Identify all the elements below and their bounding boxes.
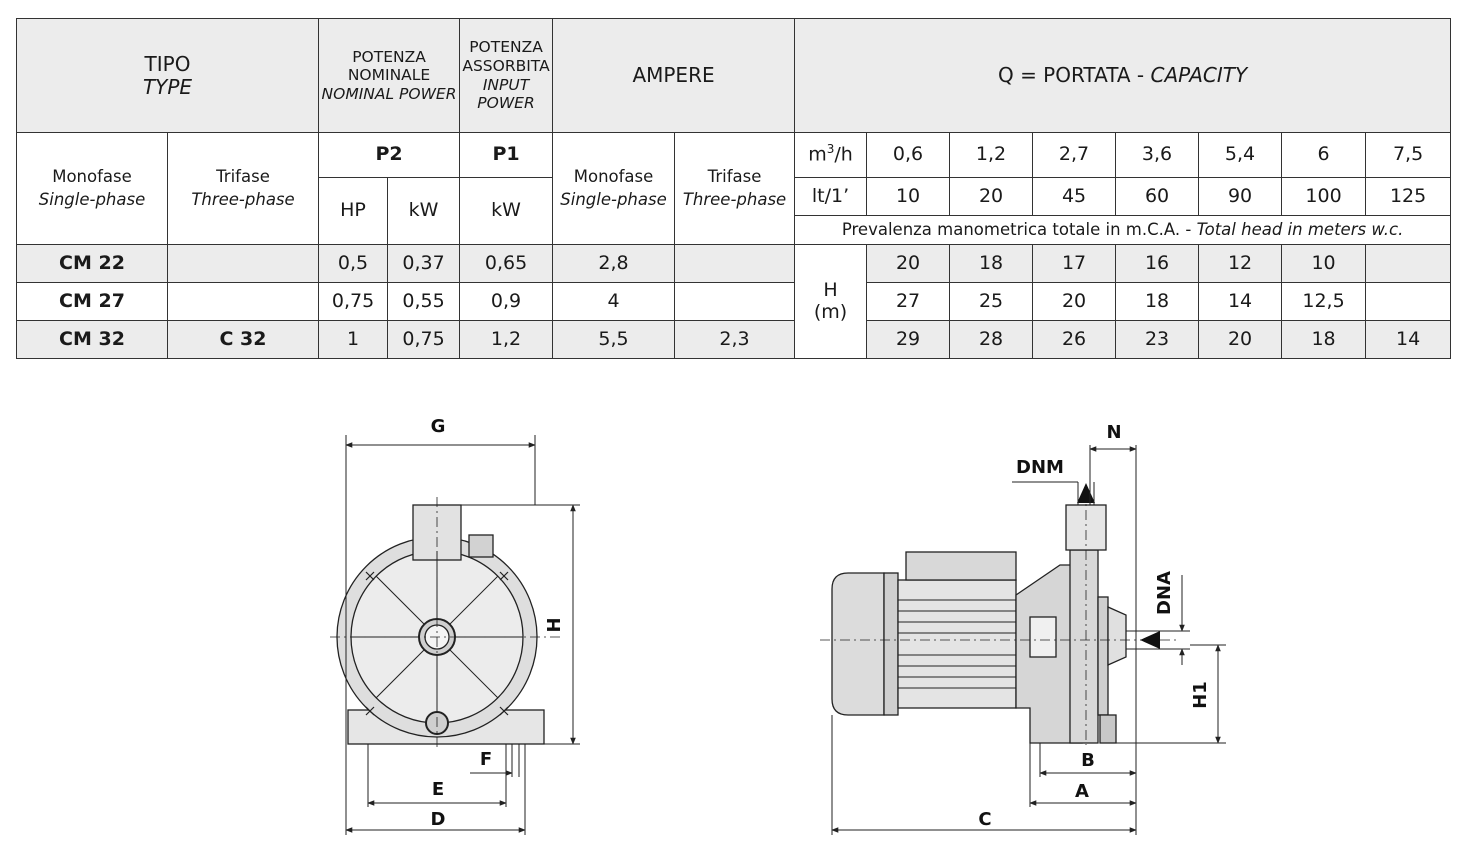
head-cell: 18: [949, 244, 1034, 283]
amp-tri-value: [674, 282, 796, 321]
head-cell: [1365, 244, 1452, 283]
unit-lt: lt/1’: [794, 177, 868, 216]
p2-header: P2: [318, 132, 461, 178]
head-cell: 17: [1032, 244, 1117, 283]
dim-label-f: F: [480, 749, 492, 770]
head-cell: [1365, 282, 1452, 321]
table-row: CM 27 0,75 0,55 0,9 4 27 25 20 18 14 12,…: [16, 282, 1452, 321]
head-cell: 12,5: [1281, 282, 1367, 321]
flow-lt-cell: 90: [1198, 177, 1283, 216]
hp-value: 0,75: [318, 282, 389, 321]
head-cell: 16: [1115, 244, 1200, 283]
flow-m3h-cell: 2,7: [1032, 132, 1117, 178]
unit-m3h: m3/h: [794, 132, 868, 178]
head-cell: 26: [1032, 320, 1117, 359]
head-cell: 12: [1198, 244, 1283, 283]
head-cell: 28: [949, 320, 1034, 359]
head-cell: 20: [1198, 320, 1283, 359]
front-view-drawing: [330, 435, 580, 835]
kw1-value: 1,2: [459, 320, 554, 359]
capacity-header: Q = PORTATA - CAPACITY: [794, 18, 1452, 133]
table-row: CM 32 C 32 1 0,75 1,2 5,5 2,3 29 28 26 2…: [16, 320, 1452, 359]
nominal-power-header: POTENZA NOMINALE NOMINAL POWER: [318, 18, 461, 133]
head-cell: 25: [949, 282, 1034, 321]
dim-label-a: A: [1075, 781, 1089, 802]
flow-lt-cell: 10: [866, 177, 951, 216]
amp-single-phase-header: Monofase Single-phase: [552, 132, 676, 245]
kw1-value: 0,65: [459, 244, 554, 283]
head-cell: 10: [1281, 244, 1367, 283]
flow-m3h-cell: 1,2: [949, 132, 1034, 178]
amp-mono-value: 5,5: [552, 320, 676, 359]
ampere-header: AMPERE: [552, 18, 796, 133]
dim-label-h: H: [544, 617, 565, 632]
pump-dimension-drawings: G H F E D: [330, 416, 1226, 835]
dim-label-dnm: DNM: [1016, 457, 1064, 478]
model-tri: [166, 244, 320, 283]
flow-m3h-cell: 0,6: [866, 132, 951, 178]
hp-header: HP: [318, 177, 389, 245]
amp-mono-value: 4: [552, 282, 676, 321]
model-mono: CM 22: [16, 244, 168, 283]
head-cell: 18: [1115, 282, 1200, 321]
flow-m3h-cell: 3,6: [1115, 132, 1200, 178]
total-head-note: Prevalenza manometrica totale in m.C.A. …: [794, 215, 1452, 245]
head-cell: 20: [1032, 282, 1117, 321]
kw2-value: 0,75: [387, 320, 461, 359]
dim-label-n: N: [1106, 422, 1121, 443]
kw2-value: 0,37: [387, 244, 461, 283]
flow-m3h-cell: 6: [1281, 132, 1367, 178]
single-phase-col-header: Monofase Single-phase: [16, 132, 168, 245]
dim-label-dna: DNA: [1154, 571, 1175, 615]
head-label: H (m): [794, 244, 868, 359]
kw1-header: kW: [459, 177, 554, 245]
flow-lt-cell: 100: [1281, 177, 1367, 216]
input-power-header: POTENZA ASSORBITA INPUT POWER: [459, 18, 554, 133]
head-cell: 23: [1115, 320, 1200, 359]
model-mono: CM 32: [16, 320, 168, 359]
model-tri: [166, 282, 320, 321]
amp-tri-value: [674, 244, 796, 283]
dim-label-g: G: [431, 416, 446, 437]
hp-value: 0,5: [318, 244, 389, 283]
head-cell: 27: [866, 282, 951, 321]
dim-label-b: B: [1081, 750, 1095, 771]
dim-label-h1: H1: [1190, 681, 1211, 709]
spec-table: TIPO TYPE POTENZA NOMINALE NOMINAL POWER…: [15, 18, 1452, 359]
head-cell: 20: [866, 244, 951, 283]
head-cell: 14: [1365, 320, 1452, 359]
model-tri: C 32: [166, 320, 320, 359]
table-row: CM 22 0,5 0,37 0,65 2,8 H (m) 20 18 17 1…: [16, 244, 1452, 359]
kw2-header: kW: [387, 177, 461, 245]
amp-three-phase-header: Trifase Three-phase: [674, 132, 796, 245]
p1-header: P1: [459, 132, 554, 178]
kw2-value: 0,55: [387, 282, 461, 321]
model-mono: CM 27: [16, 282, 168, 321]
dim-label-d: D: [431, 809, 446, 830]
kw1-value: 0,9: [459, 282, 554, 321]
dim-label-e: E: [432, 779, 444, 800]
flow-lt-cell: 20: [949, 177, 1034, 216]
side-view-drawing: [820, 445, 1226, 835]
hp-value: 1: [318, 320, 389, 359]
flow-m3h-cell: 5,4: [1198, 132, 1283, 178]
three-phase-col-header: Trifase Three-phase: [166, 132, 320, 245]
dim-label-c: C: [978, 809, 991, 830]
amp-mono-value: 2,8: [552, 244, 676, 283]
amp-tri-value: 2,3: [674, 320, 796, 359]
head-cell: 14: [1198, 282, 1283, 321]
head-cell: 18: [1281, 320, 1367, 359]
flow-lt-cell: 45: [1032, 177, 1117, 216]
flow-lt-cell: 60: [1115, 177, 1200, 216]
flow-m3h-cell: 7,5: [1365, 132, 1452, 178]
type-header: TIPO TYPE: [15, 18, 320, 133]
flow-lt-cell: 125: [1365, 177, 1452, 216]
head-cell: 29: [866, 320, 951, 359]
